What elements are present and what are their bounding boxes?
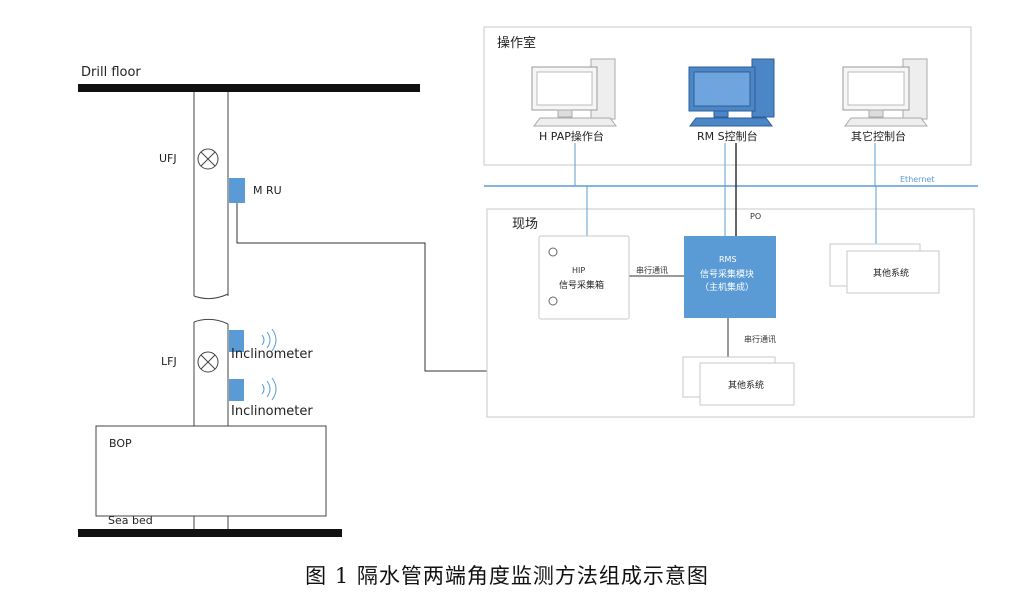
other-console-label: 其它控制台 (851, 130, 906, 143)
inclinometer-sensor-2 (229, 379, 244, 401)
bop-box (95, 425, 327, 517)
inclinometer-label-1: Inclinometer (231, 347, 313, 362)
rms-module-label-line1: RMS (719, 255, 737, 264)
rms-computer-icon (688, 58, 775, 127)
sea-bed-label: Sea bed (108, 514, 153, 527)
hip-signal-box (538, 235, 630, 320)
rms-module-label-line2: 信号采集模块 (700, 270, 755, 280)
rms-module-label-line3: （主机集成） (700, 283, 755, 293)
inclinometer-label-2: Inclinometer (231, 404, 313, 419)
rms-module-box (684, 236, 776, 318)
serial-comm-label-2: 串行通讯 (744, 335, 776, 344)
hip-box-label-line1: HIP (572, 266, 586, 275)
wireless-waves-2 (261, 377, 277, 401)
lower-riser (193, 318, 229, 426)
other-console-computer-icon (842, 58, 928, 127)
lfj-label: LFJ (161, 355, 177, 368)
mru-sensor (229, 178, 245, 203)
upper-riser (193, 92, 229, 300)
hip-box-label-line2: 信号采集箱 (559, 281, 605, 291)
bop-label: BOP (109, 437, 132, 450)
drill-floor-bar (78, 84, 420, 92)
hipap-console-label: H PAP操作台 (539, 130, 604, 143)
ethernet-label: Ethernet (900, 175, 935, 184)
inclinometer-sensor-1 (229, 330, 244, 352)
ufj-label: UFJ (159, 152, 177, 165)
mru-label: M RU (253, 184, 282, 197)
bottom-pipe (193, 516, 229, 529)
other-system-label-2: 其他系统 (728, 381, 765, 391)
figure-caption: 图 1 隔水管两端角度监测方法组成示意图 (305, 564, 709, 588)
rms-console-label: RM S控制台 (697, 130, 758, 143)
hipap-computer-icon (531, 58, 617, 127)
hip-box-screw-top (548, 247, 558, 257)
control-room-title: 操作室 (497, 36, 537, 51)
field-title: 现场 (512, 217, 539, 232)
po-label: PO (750, 212, 762, 221)
other-system-2-front (699, 362, 795, 406)
other-system-label-1: 其他系统 (873, 269, 910, 279)
serial-comm-label-1: 串行通讯 (636, 266, 668, 275)
other-system-1-front (846, 250, 940, 294)
wireless-waves-1 (261, 328, 277, 352)
lfj-joint-symbol (197, 351, 219, 373)
ufj-joint-symbol (197, 148, 219, 170)
drill-floor-label: Drill floor (81, 65, 141, 80)
ethernet-drops (574, 143, 877, 244)
hip-box-screw-bottom (548, 296, 558, 306)
sea-bed-bar (78, 529, 342, 537)
